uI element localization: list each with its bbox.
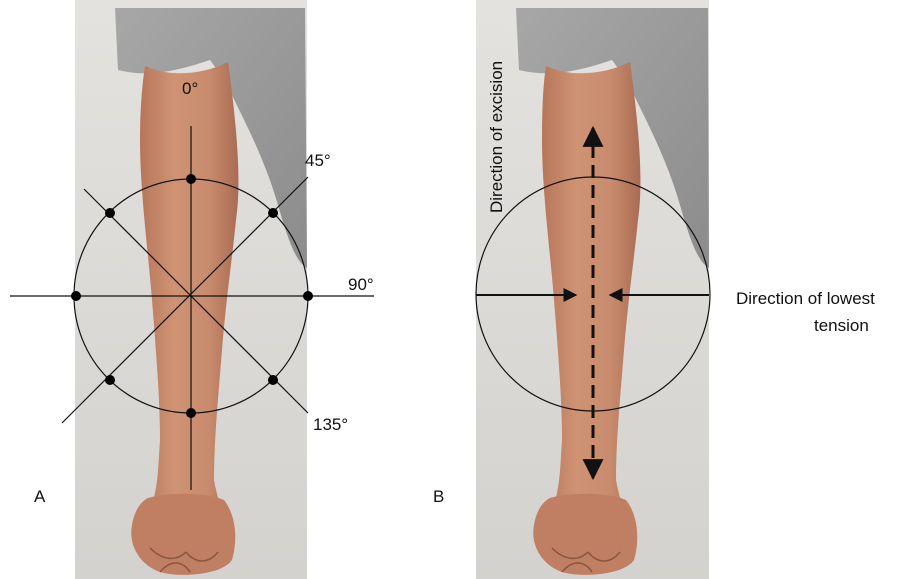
point-upper-left [105,208,115,218]
point-bottom [186,408,196,418]
angle-label-90: 90° [348,275,374,294]
point-left [71,291,81,301]
point-lower-right [268,375,278,385]
tension-label-line1: Direction of lowest [736,289,875,308]
angle-label-0: 0° [182,79,198,98]
angle-label-45: 45° [305,151,331,170]
panel-b: Direction of excision Direction of lowes… [433,0,875,579]
panel-a: 0° 45° 90° 135° A [10,0,374,579]
angle-label-135: 135° [313,415,348,434]
excision-label: Direction of excision [487,61,506,213]
tension-label-line2: tension [814,316,869,335]
fist-a [131,494,235,575]
point-lower-left [105,375,115,385]
point-upper-right [268,208,278,218]
point-right [303,291,313,301]
panel-letter-a: A [34,487,46,506]
fist-b [533,494,637,575]
panel-letter-b: B [433,487,444,506]
point-top [186,174,196,184]
